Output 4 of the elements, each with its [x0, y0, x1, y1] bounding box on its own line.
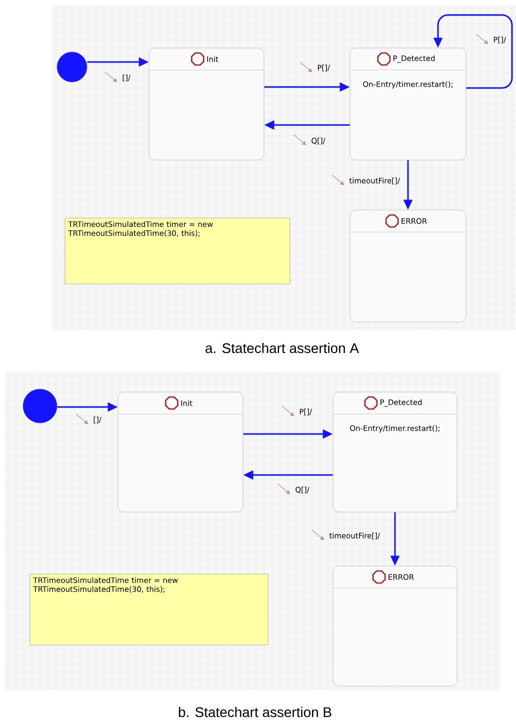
initial-state-dot — [22, 388, 58, 424]
caption: b. Statechart assertion B — [178, 706, 332, 718]
initial-state-dot — [56, 52, 88, 82]
caption: a. Statechart assertion A — [206, 342, 359, 354]
